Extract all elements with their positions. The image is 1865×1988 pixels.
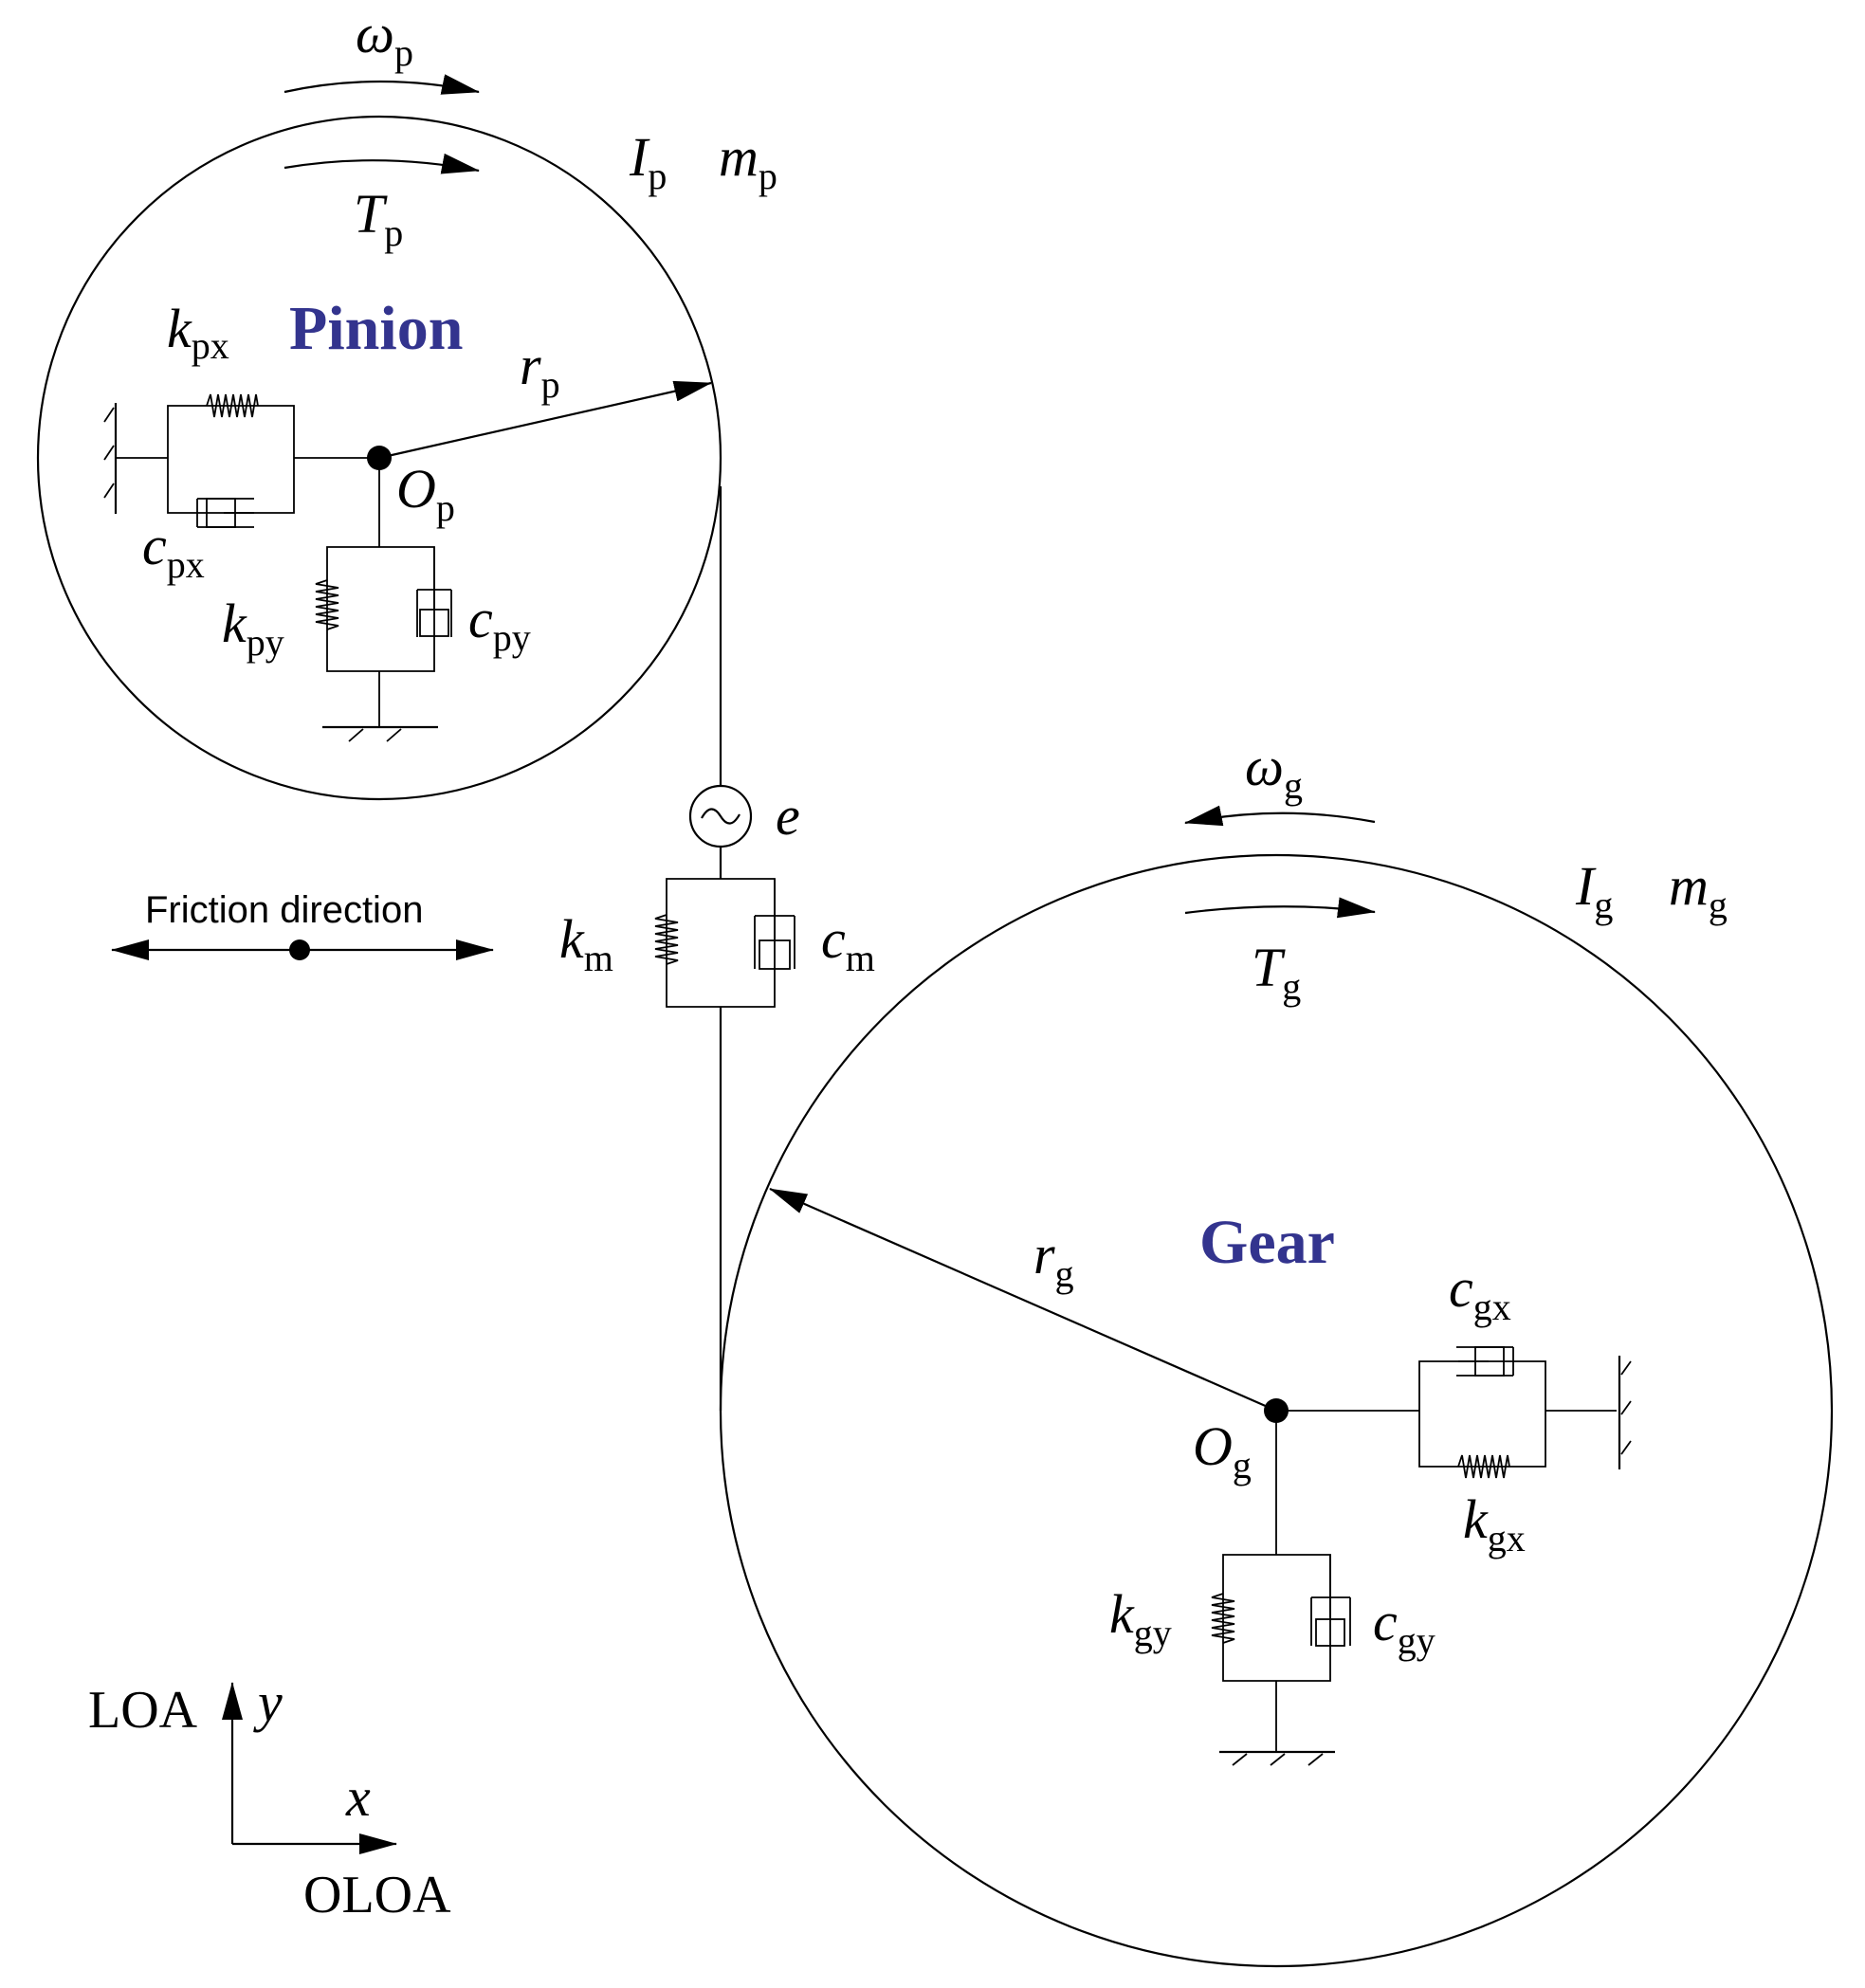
pinion-ky-label: kpy [222,593,284,664]
gear-radius-label: rg [1033,1224,1074,1295]
mesh-spring-damper-box [666,878,776,1008]
pinion-cx-label: cpx [142,515,205,586]
gear-y-support [1211,1411,1351,1766]
pinion-group: Pinion ωp Tp Ip mp rp Op kpx cpx kpy cpy [36,3,777,801]
gear-cy-label: cgy [1373,1591,1435,1662]
gear-ky-spring [1211,1593,1235,1644]
pinion-mass-label: mp [719,126,777,197]
mesh-km-spring [654,914,679,965]
mesh-cm-damper [754,879,795,970]
gear-kx-spring [1457,1454,1510,1479]
mesh-group: e km cm [559,486,875,1411]
pinion-x-support [103,393,379,528]
gear-cy-damper [1310,1555,1351,1647]
pinion-radius-label: rp [520,335,560,406]
gear-radius-arrow [769,1187,1277,1413]
gear-y-ground-hatch [1232,1753,1324,1766]
pinion-title: Pinion [289,294,463,363]
pinion-y-ground-hatch [348,728,402,742]
pinion-torque-arrow [283,153,480,174]
gear-omega-arrow [1184,805,1376,827]
gear-x-wall-hatch [1620,1360,1632,1455]
friction-center-dot [289,939,310,960]
pinion-cy-label: cpy [468,588,531,659]
pinion-circle [36,115,722,801]
pinion-center-label: Op [396,458,455,529]
pinion-kx-spring [206,393,259,418]
gear-ky-label: kgy [1109,1583,1172,1654]
gear-kx-label: kgx [1463,1488,1526,1559]
gear-cx-label: cgx [1449,1257,1511,1328]
mesh-error-label: e [776,785,800,847]
gear-cx-damper [1456,1346,1514,1377]
y-axis-name: LOA [88,1681,198,1740]
gear-omega-label: ωg [1245,736,1303,807]
friction-label: Friction direction [145,889,423,931]
gear-torque-arrow [1184,897,1376,919]
friction-direction-group: Friction direction [111,889,494,960]
pinion-cx-damper [196,498,254,528]
x-axis-label: x [345,1766,371,1828]
gear-inertia-label: Ig [1575,855,1613,926]
gear-group: Gear ωg Tg Ig mg rg Og cgx kgx kgy cgy [719,736,1834,1968]
pinion-cy-damper [416,547,452,637]
pinion-kx-label: kpx [167,298,229,367]
gear-x-support [1276,1346,1632,1479]
gear-circle [719,853,1834,1968]
mesh-stiffness-label: km [559,908,613,979]
pinion-y-support [315,458,452,742]
gear-mass-label: mg [1669,855,1728,926]
gear-torque-label: Tg [1252,937,1301,1008]
mesh-error-wave [701,808,741,825]
coordinate-axes: LOA y x OLOA [88,1671,451,1924]
pinion-omega-label: ωp [356,3,413,74]
pinion-ky-spring [315,579,339,630]
pinion-x-wall-hatch [103,407,115,499]
y-axis-label: y [253,1671,283,1733]
gear-center-label: Og [1193,1415,1252,1486]
mesh-damping-label: cm [821,908,875,979]
gear-title: Gear [1199,1208,1335,1277]
pinion-omega-arrow [283,74,480,95]
pinion-inertia-label: Ip [629,126,667,197]
pinion-torque-label: Tp [354,183,403,254]
x-axis-name: OLOA [303,1866,451,1924]
pinion-radius-arrow [378,380,712,460]
